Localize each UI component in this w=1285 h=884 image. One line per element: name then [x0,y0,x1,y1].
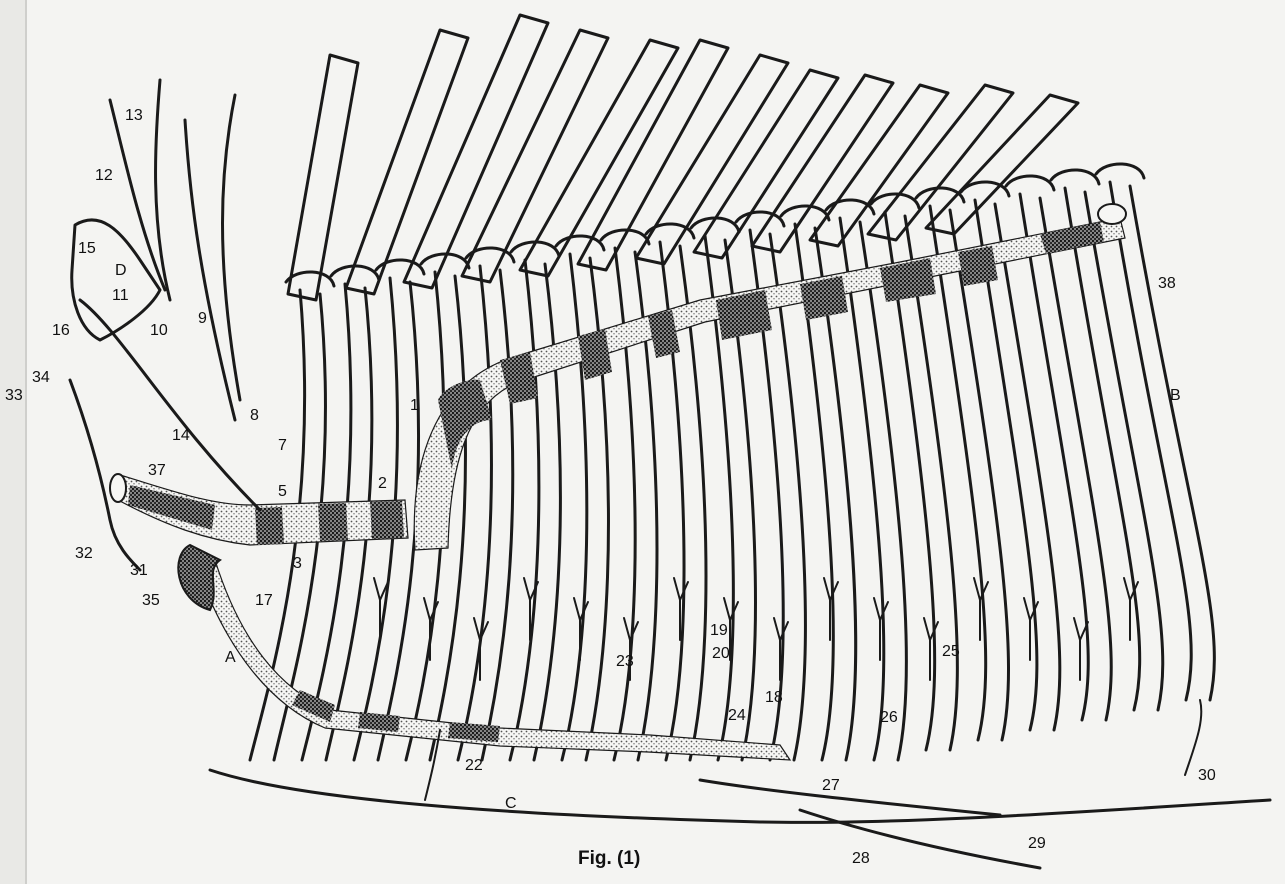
rib-head [331,266,379,280]
label-15: 15 [78,240,96,257]
ventral-vessel-band [178,545,790,760]
rib-head [1051,170,1099,184]
label-7: 7 [278,437,287,454]
rib-head [286,272,334,286]
page-edge [0,0,26,884]
label-30: 30 [1198,767,1216,784]
figure-caption: Fig. (1) [578,848,640,869]
label-24: 24 [728,707,746,724]
label-28: 28 [852,850,870,867]
label-18: 18 [765,689,783,706]
spinous-process [926,95,1078,234]
label-B: B [1170,387,1181,404]
label-22: 22 [465,757,483,774]
label-32: 32 [75,545,93,562]
label-27: 27 [822,777,840,794]
label-5: 5 [278,483,287,500]
vessel-branch [674,578,688,640]
rib-head [1006,176,1054,190]
label-A: A [225,649,236,666]
label-C: C [505,795,517,812]
label-38: 38 [1158,275,1176,292]
spinous-process [636,55,788,264]
vessel-branch [624,618,638,680]
label-19: 19 [710,622,728,639]
label-31: 31 [130,562,148,579]
label-25: 25 [942,643,960,660]
label-26: 26 [880,709,898,726]
label-9: 9 [198,310,207,327]
rib-edge [950,210,1009,740]
label-11: 11 [112,287,129,304]
label-3: 3 [293,555,302,572]
label-37: 37 [148,462,166,479]
rib-edge [1065,188,1140,710]
label-1: 1 [410,397,419,414]
vessel-branch [424,598,438,660]
rib-edge [770,234,805,760]
vessel-branch [774,618,788,680]
rib-edge [995,204,1060,730]
vessel-branch [874,598,888,660]
rib-edge [562,254,587,760]
label-8: 8 [250,407,259,424]
figure-labels: 1 2 3 5 7 8 9 10 11 12 13 14 15 16 17 18… [5,107,1216,867]
label-35: 35 [142,592,160,609]
label-23: 23 [616,653,634,670]
label-13: 13 [125,107,143,124]
label-16: 16 [52,322,70,339]
label-29: 29 [1028,835,1046,852]
label-2: 2 [378,475,387,492]
label-10: 10 [150,322,168,339]
label-33: 33 [5,387,23,404]
vessel-branch [524,578,538,640]
label-34: 34 [32,369,50,386]
spinous-process [288,55,358,300]
rib-edge [510,260,539,760]
rib-edge [1130,186,1214,700]
label-D: D [115,262,127,279]
label-12: 12 [95,167,113,184]
vessel-branch [574,598,588,660]
vessel-branch [1074,618,1088,680]
label-17: 17 [255,592,273,609]
dorsal-vessel-band [414,204,1126,550]
rib-head [1096,164,1144,178]
spinous-process [868,85,1013,240]
label-20: 20 [712,645,730,662]
ribs [250,164,1214,760]
label-14: 14 [172,427,190,444]
